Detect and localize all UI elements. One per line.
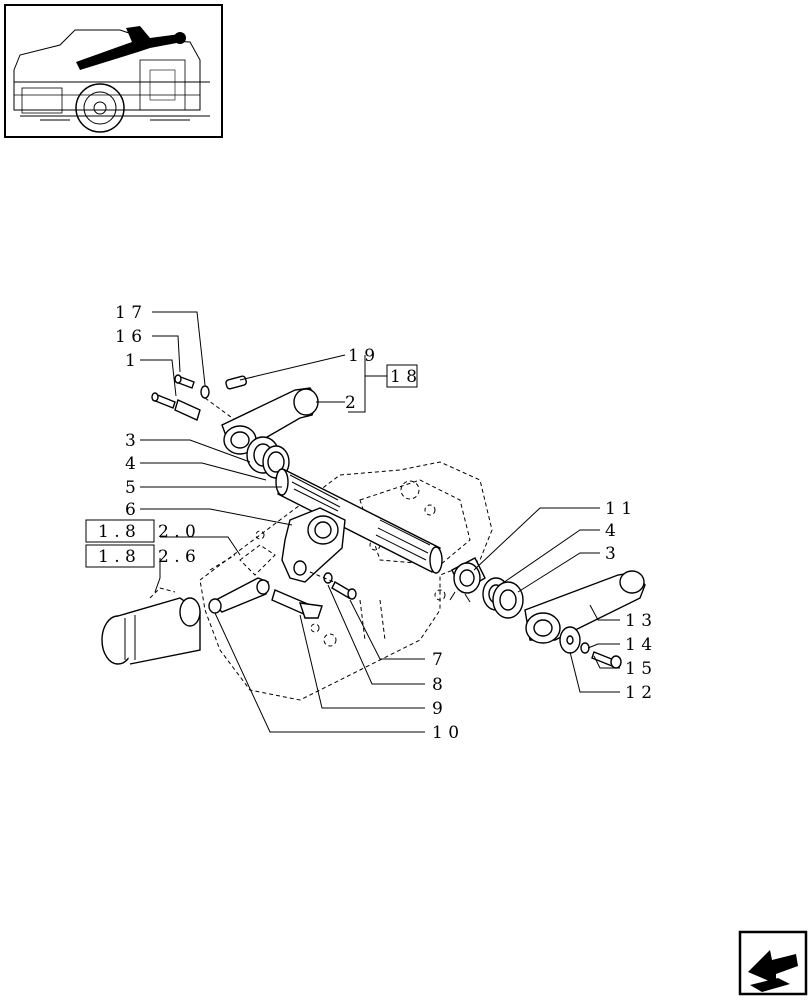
callout-12: 1 2 [625, 683, 652, 703]
lever-6 [281, 507, 346, 583]
lift-housing [199, 461, 493, 701]
reference-1-box-text: 1 . 8 [98, 522, 136, 542]
callout-7: 7 [432, 650, 443, 670]
callout-8: 8 [432, 675, 443, 695]
stud-1 [151, 392, 201, 421]
control-lever-10 [208, 577, 270, 614]
callout-18: 1 8 [390, 367, 417, 387]
shaft-5 [275, 468, 443, 574]
callout-3-left: 3 [125, 431, 136, 451]
leader-lines [140, 311, 620, 733]
next-page-arrow-icon [748, 950, 798, 992]
reference-link-2[interactable]: 1 . 8 2 . 6 [85, 544, 196, 568]
lift-arm-13 [524, 570, 646, 644]
next-page-button[interactable] [738, 930, 808, 996]
callout-5: 5 [125, 478, 136, 498]
callout-2: 2 [345, 393, 356, 413]
reference-2-rest-text: 2 . 6 [158, 547, 196, 567]
bushing-4-left [262, 445, 290, 479]
callout-17: 1 7 [115, 303, 142, 323]
callout-16: 1 6 [115, 327, 142, 347]
hydraulic-cylinder [101, 587, 201, 665]
callout-19: 1 9 [348, 346, 375, 366]
callout-15: 1 5 [625, 659, 652, 679]
lock-washer-14 [580, 642, 590, 654]
pin-19 [225, 375, 247, 390]
callout-10: 1 0 [432, 723, 459, 743]
callout-14: 1 4 [625, 635, 652, 655]
callout-1: 1 [125, 351, 136, 371]
callout-labels: 1 7 1 6 1 1 9 1 8 2 3 4 5 6 1 1 4 3 1 3 … [115, 303, 652, 743]
pin-7 [331, 581, 357, 600]
screw-16 [174, 374, 195, 389]
callout-9: 9 [432, 699, 443, 719]
washer-12 [559, 626, 581, 654]
seal-3-right [492, 581, 524, 619]
reference-link-1[interactable]: 1 . 8 2 . 0 [85, 519, 196, 543]
callout-4-left: 4 [125, 454, 136, 474]
callout-18-box [386, 364, 418, 388]
washer-17 [200, 385, 210, 399]
bushing-holder-11 [449, 557, 486, 603]
reference-1-rest-text: 2 . 0 [158, 522, 196, 542]
link-9 [271, 589, 323, 619]
location-thumbnail[interactable] [4, 4, 223, 138]
reference-2-box-text: 1 . 8 [98, 547, 136, 567]
callout-6: 6 [125, 500, 136, 520]
callout-4-right: 4 [605, 521, 616, 541]
callout-11: 1 1 [605, 499, 632, 519]
tractor-rear-lift-location-icon [13, 26, 210, 133]
screw-15 [591, 651, 622, 669]
callout-13: 1 3 [625, 611, 652, 631]
callout-3-right: 3 [605, 544, 616, 564]
